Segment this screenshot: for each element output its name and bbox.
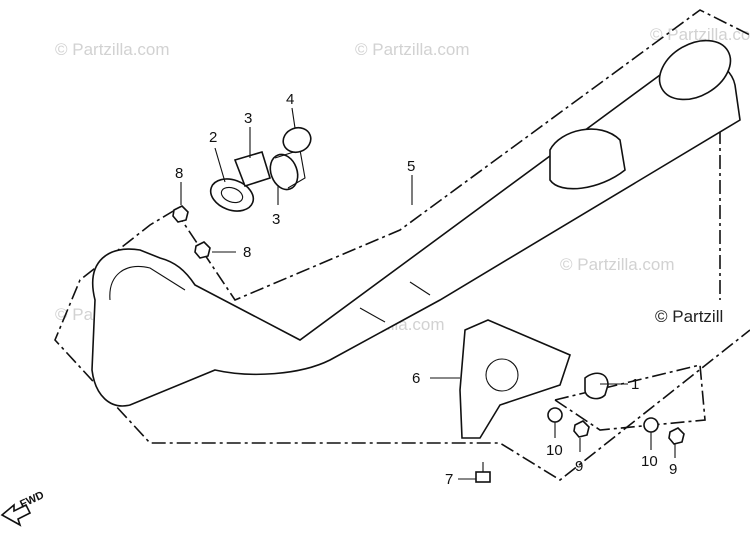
leader-2 <box>214 147 226 183</box>
forward-direction-indicator: FWD <box>0 489 46 527</box>
callout-2: 2 <box>209 129 217 146</box>
bracket-group-outline <box>554 364 706 431</box>
band-clamp <box>584 372 609 400</box>
mounting-bolt <box>475 462 491 483</box>
exhaust-pipe-bend <box>109 266 186 301</box>
callout-10-left: 10 <box>546 442 563 459</box>
washer-left <box>547 407 563 423</box>
sleeve-front <box>269 153 299 191</box>
callout-1: 1 <box>631 376 639 393</box>
mount-tab-1 <box>359 307 386 323</box>
hanger-bracket-hole <box>485 358 519 392</box>
heat-shield <box>549 128 626 190</box>
mounting-bolt-head <box>475 471 491 483</box>
callout-9-left: 9 <box>575 458 583 475</box>
callout-3-lower: 3 <box>272 211 280 228</box>
split-collar-half <box>233 151 271 187</box>
washer-right <box>643 417 659 433</box>
callout-3-upper: 3 <box>244 110 252 127</box>
leader-lines <box>180 107 676 480</box>
callout-8-lower: 8 <box>243 244 251 261</box>
nut-left <box>573 420 590 438</box>
callout-7: 7 <box>445 471 453 488</box>
callout-6: 6 <box>412 370 420 387</box>
watermark-top-left: © Partzilla.com <box>55 40 170 59</box>
gasket-ring <box>282 126 312 154</box>
joint-collar <box>209 178 255 212</box>
forward-label: FWD <box>18 489 46 510</box>
joint-nut-upper <box>172 205 189 223</box>
leader-4 <box>291 107 296 129</box>
mount-tab-2 <box>409 281 431 296</box>
callout-4: 4 <box>286 91 294 108</box>
callout-5: 5 <box>407 158 415 175</box>
exhaust-joint-sleeve <box>269 149 306 191</box>
callout-8-upper: 8 <box>175 165 183 182</box>
callout-10-right: 10 <box>641 453 658 470</box>
hanger-bracket <box>459 319 571 439</box>
joint-nut-lower <box>194 241 211 259</box>
assembly-outline-top <box>174 9 750 301</box>
callout-9-right: 9 <box>669 461 677 478</box>
sleeve-body <box>274 149 306 189</box>
nut-right <box>668 427 685 445</box>
watermark-partial: © Partzill <box>655 307 723 326</box>
hanger-bracket-plate <box>459 319 571 439</box>
joint-collar-ring <box>209 178 255 212</box>
muffler-outlet <box>658 39 732 101</box>
forward-arrow-icon <box>0 503 32 527</box>
muffler <box>91 39 741 407</box>
joint-collar-hole <box>220 186 244 204</box>
watermark-top-right: © Partzilla.com <box>650 25 750 44</box>
watermark-right: © Partzilla.com <box>560 255 675 274</box>
watermark-top-center: © Partzilla.com <box>355 40 470 59</box>
